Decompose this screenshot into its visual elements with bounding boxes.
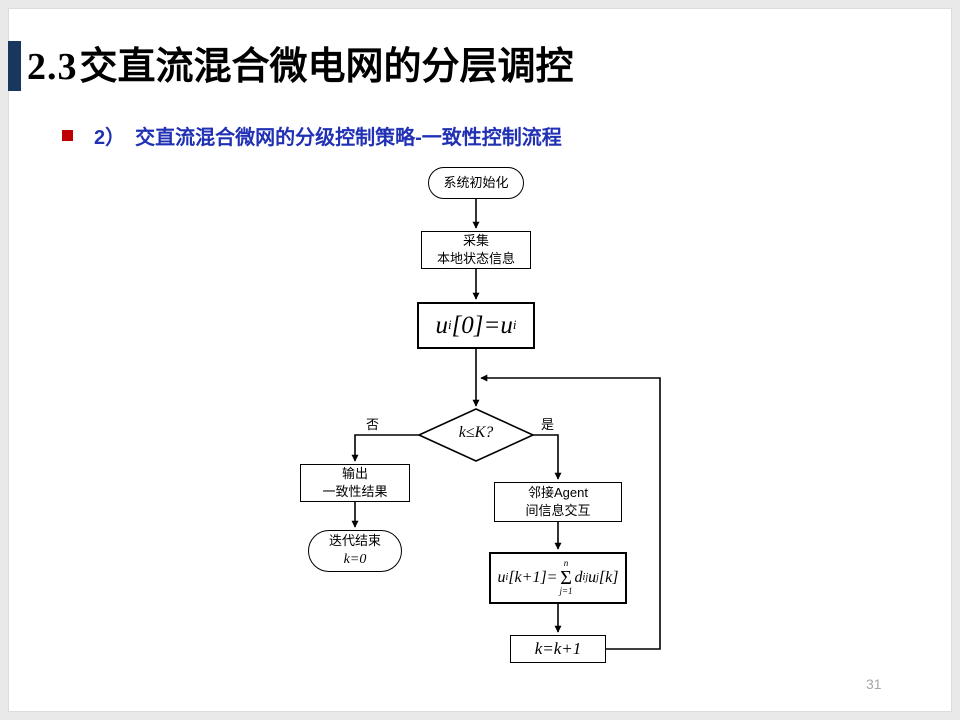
connector-feedback-loop [480, 374, 661, 650]
math-term: [k] [598, 568, 619, 586]
math-term: j [596, 572, 599, 583]
math-term: u [588, 568, 597, 586]
end-line-1: 迭代结束 [328, 533, 381, 549]
math-term: j=1 [559, 586, 573, 596]
end-line-2: k=0 [343, 552, 367, 568]
math-term: u [497, 568, 506, 586]
flow-output-node: 输出 一致性结果 [300, 464, 410, 502]
output-line-1: 输出 [341, 465, 368, 481]
decision-label: k≤K? [458, 424, 494, 441]
math-term: ij [582, 572, 589, 583]
title-text: 交直流混合微电网的分层调控 [79, 46, 574, 88]
math-term: i [447, 317, 452, 333]
bullet-square-icon [62, 130, 73, 141]
bullet-row: 2） 交直流混合微网的分级控制策略-一致性控制流程 [62, 121, 562, 150]
collect-line-1: 采集 [462, 232, 489, 248]
increment-label: k=k+1 [534, 639, 582, 659]
branch-no-label: 否 [366, 417, 380, 432]
flow-start-node: 系统初始化 [428, 167, 524, 199]
math-term: i [505, 572, 509, 583]
flow-end-node: 迭代结束 k=0 [308, 530, 402, 572]
title-number: 2.3 [27, 46, 78, 88]
output-line-2: 一致性结果 [322, 484, 388, 499]
bullet-text: 交直流混合微网的分级控制策略-一致性控制流程 [135, 127, 562, 149]
start-label: 系统初始化 [443, 174, 509, 190]
connector-yes-branch [533, 434, 562, 480]
flow-increment-node: k=k+1 [510, 635, 606, 663]
math-term: Σ [560, 567, 572, 589]
math-term: d [574, 568, 583, 586]
math-term: [0]= [451, 312, 501, 339]
flow-collect-node: 采集 本地状态信息 [421, 231, 531, 269]
math-term: i [512, 317, 517, 333]
math-term: [k+1]= [508, 568, 558, 586]
agent-line-1: 邻接Agent [528, 484, 588, 500]
collect-line-2: 本地状态信息 [436, 251, 515, 266]
title-accent-bar [8, 41, 21, 91]
math-term: n [563, 558, 569, 569]
slide-background [8, 8, 952, 712]
agent-line-2: 间信息交互 [525, 503, 591, 518]
branch-yes-label: 是 [541, 417, 555, 432]
connector-no-branch [351, 434, 419, 462]
page-title: 2.3交直流混合微电网的分层调控 [27, 41, 574, 93]
math-term: u [435, 312, 448, 339]
flow-agent-node: 邻接Agent 间信息交互 [494, 482, 622, 522]
bullet-number: 2） [94, 127, 126, 149]
decision-diamond-shape [417, 408, 535, 462]
math-term: u [500, 312, 513, 339]
page-number: 31 [866, 676, 882, 692]
